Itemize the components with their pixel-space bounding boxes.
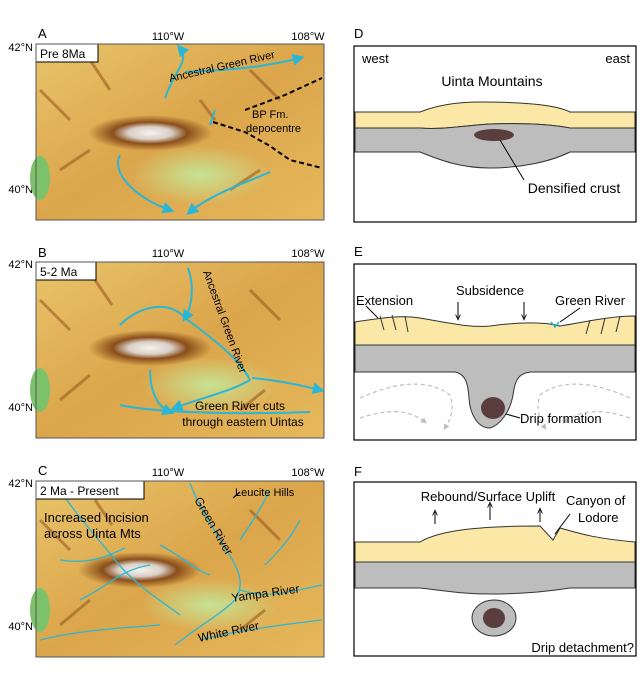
rebound-label: Rebound/Surface Uplift: [421, 489, 556, 504]
lon-label: 108°W: [291, 248, 325, 260]
canyon-label: Canyon of: [566, 493, 626, 508]
panel-d: D west east Uinta Mountains Densified cr…: [353, 26, 637, 223]
river-note: through eastern Uintas: [182, 415, 303, 429]
panel-letter: C: [38, 463, 47, 478]
period-label: 2 Ma - Present: [40, 484, 119, 498]
extension-faults: [379, 314, 621, 335]
river-arrows: [119, 267, 325, 415]
green-river-label: Green River: [555, 293, 626, 308]
lower-crust: [354, 123, 636, 169]
drip-label: Drip formation: [520, 411, 602, 426]
panel-letter: D: [354, 26, 363, 41]
west-label: west: [361, 51, 389, 66]
extension-label: Extension: [356, 293, 413, 308]
mountains-label: Uinta Mountains: [441, 73, 542, 89]
river-note: Green River cuts: [195, 399, 285, 413]
lat-label: 40°N: [8, 621, 33, 633]
panel-letter: F: [354, 464, 362, 479]
lon-label: 110°W: [152, 31, 185, 43]
panel-b: B 110°W 108°W 42°N 40°N 5-2 Ma Ancestral…: [8, 245, 325, 439]
lower-crust: [354, 561, 636, 595]
river-network: [39, 482, 323, 646]
lat-label: 42°N: [8, 42, 33, 54]
depocentre-label: depocentre: [246, 123, 301, 135]
mantle-flow: [359, 383, 631, 431]
crust-pointer: [499, 139, 525, 181]
subsidence-arrows: [458, 302, 524, 318]
green-river-notch: [550, 321, 560, 329]
lat-label: 42°N: [8, 478, 33, 490]
panel-f: F Rebound/Surface Uplift Canyon of Lodor…: [353, 464, 637, 657]
lon-label: 108°W: [291, 467, 325, 479]
panel-letter: B: [38, 245, 47, 260]
panel-letter: A: [38, 26, 47, 41]
panel-a: A 110°W 108°W 42°N 40°N Pre 8Ma Ancestra…: [8, 26, 325, 221]
east-label: east: [605, 51, 630, 66]
drip-core: [481, 397, 505, 419]
lon-label: 110°W: [152, 467, 185, 479]
terrain-map: [30, 481, 324, 657]
incision-note: across Uinta Mts: [44, 526, 141, 541]
depocentre-label: BP Fm.: [252, 109, 288, 121]
river-arrows: [117, 44, 305, 216]
lat-label: 42°N: [8, 259, 33, 271]
incision-note: Increased Incision: [44, 510, 149, 525]
canyon-label: Lodore: [578, 510, 618, 525]
lon-label: 110°W: [152, 248, 185, 260]
panel-c: C 110°W 108°W 42°N 40°N 2 Ma - Present L…: [8, 463, 325, 658]
lat-label: 40°N: [8, 184, 33, 196]
depocentre-boundary: [212, 77, 323, 169]
lower-crust-drip: [354, 344, 636, 429]
upper-crust: [354, 525, 636, 563]
period-label: 5-2 Ma: [40, 265, 78, 279]
panel-letter: E: [354, 244, 363, 259]
detachment-label: Drip detachment?: [531, 640, 634, 655]
drip-core: [483, 608, 505, 628]
hills-pointer: [232, 491, 241, 499]
uplift-arrows: [435, 504, 540, 524]
panel-e: E Extension Subsidence Green River: [353, 244, 637, 441]
terrain-map: [30, 44, 324, 220]
crust-label: Densified crust: [528, 180, 621, 196]
lon-label: 108°W: [291, 31, 325, 43]
densified-crust: [474, 129, 514, 141]
subsidence-label: Subsidence: [456, 283, 524, 298]
lat-label: 40°N: [8, 402, 33, 414]
hills-label: Leucite Hills: [235, 487, 295, 499]
period-label: Pre 8Ma: [40, 47, 86, 61]
